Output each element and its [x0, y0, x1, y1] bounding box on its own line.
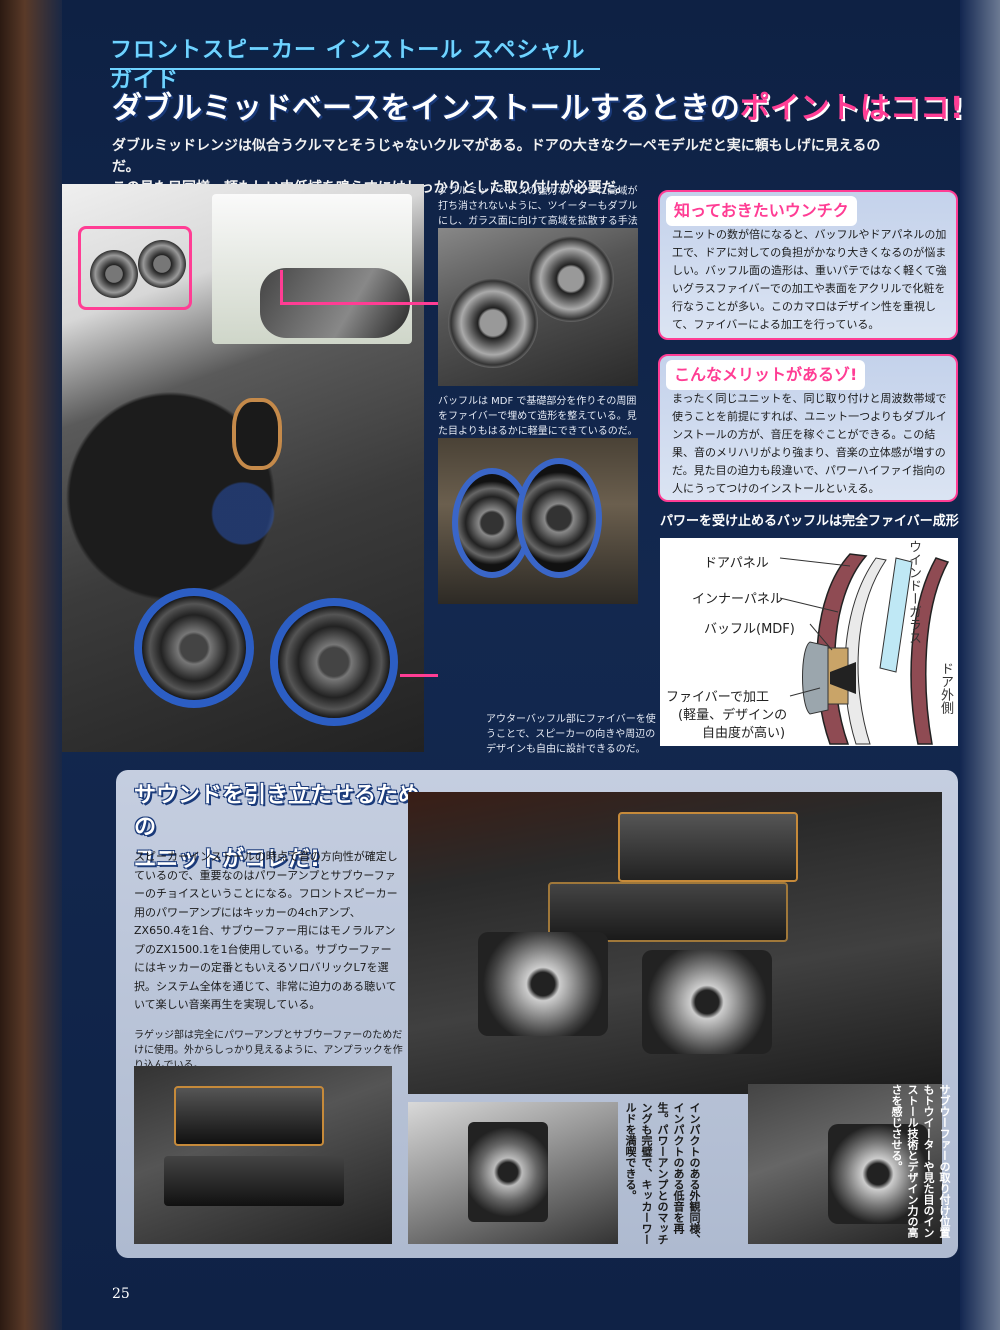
air-vent — [232, 398, 282, 470]
midbass-speaker-1 — [134, 588, 254, 708]
label-door-outer: ドア外側 — [938, 662, 953, 714]
speaker-callout-connector — [400, 674, 438, 677]
tweeter-unit-2 — [528, 236, 614, 322]
headline-accent: ポイントはココ! — [739, 91, 964, 126]
callout-connector-vertical — [280, 270, 283, 304]
page-binding-edge — [0, 0, 62, 1330]
merit-box-title: こんなメリットがあるゾ! — [666, 360, 866, 390]
trivia-box-title: 知っておきたいウンチク — [666, 196, 857, 226]
callout-connector — [280, 302, 440, 305]
midbass-speaker-2 — [270, 598, 398, 726]
tweeter-callout-frame — [78, 226, 192, 310]
page-number: 25 — [112, 1286, 130, 1302]
units-panel-body: スピーカーインストールの時点で音の方向性が確定しているので、重要なのはパワーアン… — [134, 850, 398, 1011]
tweeter-unit-1 — [448, 278, 538, 368]
headline-main: ダブルミッドベースをインストールするときの — [112, 91, 740, 126]
subwoofer-1 — [478, 932, 608, 1036]
amplifier-top — [618, 812, 798, 882]
subwoofer-vertical-caption: インパクトのある外観同様、インパクトのある低音を再生。パワーアンプとのマッチング… — [624, 1102, 701, 1245]
units-heading-line-1: サウンドを引き立たせるための — [134, 783, 421, 840]
amp-rack-amp-2 — [164, 1156, 344, 1206]
subwoofer-photo — [408, 1102, 618, 1244]
label-inner-panel: インナーパネル — [692, 592, 783, 607]
units-panel-heading: サウンドを引き立たせるための ユニットがコレだ! — [134, 780, 434, 876]
headline: ダブルミッドベースをインストールするときのポイントはココ! — [112, 86, 964, 132]
tweeter-left — [90, 250, 138, 298]
luggage-caption: ラゲッジ部は完全にパワーアンプとサブウーファーのためだけに使用。外からしっかり見… — [134, 1030, 403, 1071]
merit-box-body: まったく同じユニットを、同じ取り付けと周波数帯域で使うことを前提にすれば、ユニッ… — [672, 392, 947, 495]
diagram-title: パワーを受け止めるバッフルは完全ファイバー成形! — [660, 514, 960, 529]
series-title: フロントスピーカー インストール スペシャルガイド — [110, 36, 600, 93]
trunk-install-photo — [408, 792, 942, 1094]
tweeter-closeup-photo — [438, 228, 638, 386]
page-right-edge — [960, 0, 1000, 1330]
trunk-side-subwoofer — [828, 1124, 928, 1224]
lead-line-1: ダブルミッドレンジは似合うクルマとそうじゃないクルマがある。ドアの大きなクーペモ… — [112, 138, 881, 175]
baffle-caption: バッフルは MDF で基礎部分を作りその周囲をファイバーで埋めて造形を整えている… — [438, 396, 638, 437]
label-fiber-note-2: 自由度が高い) — [702, 726, 786, 741]
baffle-photo — [438, 438, 638, 604]
outer-baffle-caption: アウターバッフル部にファイバーを使うことで、スピーカーの向きや周辺のデザインも自… — [486, 714, 656, 755]
trivia-box-body: ユニットの数が倍になると、バッフルやドアパネルの加工で、ドアに対しての負担がかな… — [672, 228, 947, 331]
door-cross-section-diagram: ドアパネル インナーパネル バッフル(MDF) ファイバーで加工 (軽量、デザイ… — [660, 538, 958, 746]
baffle-speaker-2 — [516, 458, 602, 578]
subwoofer-2 — [642, 950, 772, 1054]
subwoofer-unit — [468, 1122, 548, 1222]
trunk-side-photo — [748, 1084, 942, 1244]
label-door-panel: ドアパネル — [704, 556, 769, 571]
amp-rack-amp-1 — [174, 1086, 324, 1146]
label-fiber-note-1: (軽量、デザインの — [678, 708, 788, 723]
trunk-side-vertical-caption: サブウーファーの取り付け位置もトウイーターや見た目のインストール技術とデザイン力… — [890, 1084, 951, 1238]
cross-section-drawing — [779, 553, 950, 745]
label-baffle-mdf: バッフル(MDF) — [704, 622, 795, 637]
units-heading-line-2: ユニットがコレだ! — [134, 847, 321, 872]
label-window-glass: ウインドーガラス — [906, 540, 921, 644]
amp-rack-photo — [134, 1066, 392, 1244]
tweeter-right — [138, 240, 186, 288]
label-fiber: ファイバーで加工 — [666, 690, 769, 705]
